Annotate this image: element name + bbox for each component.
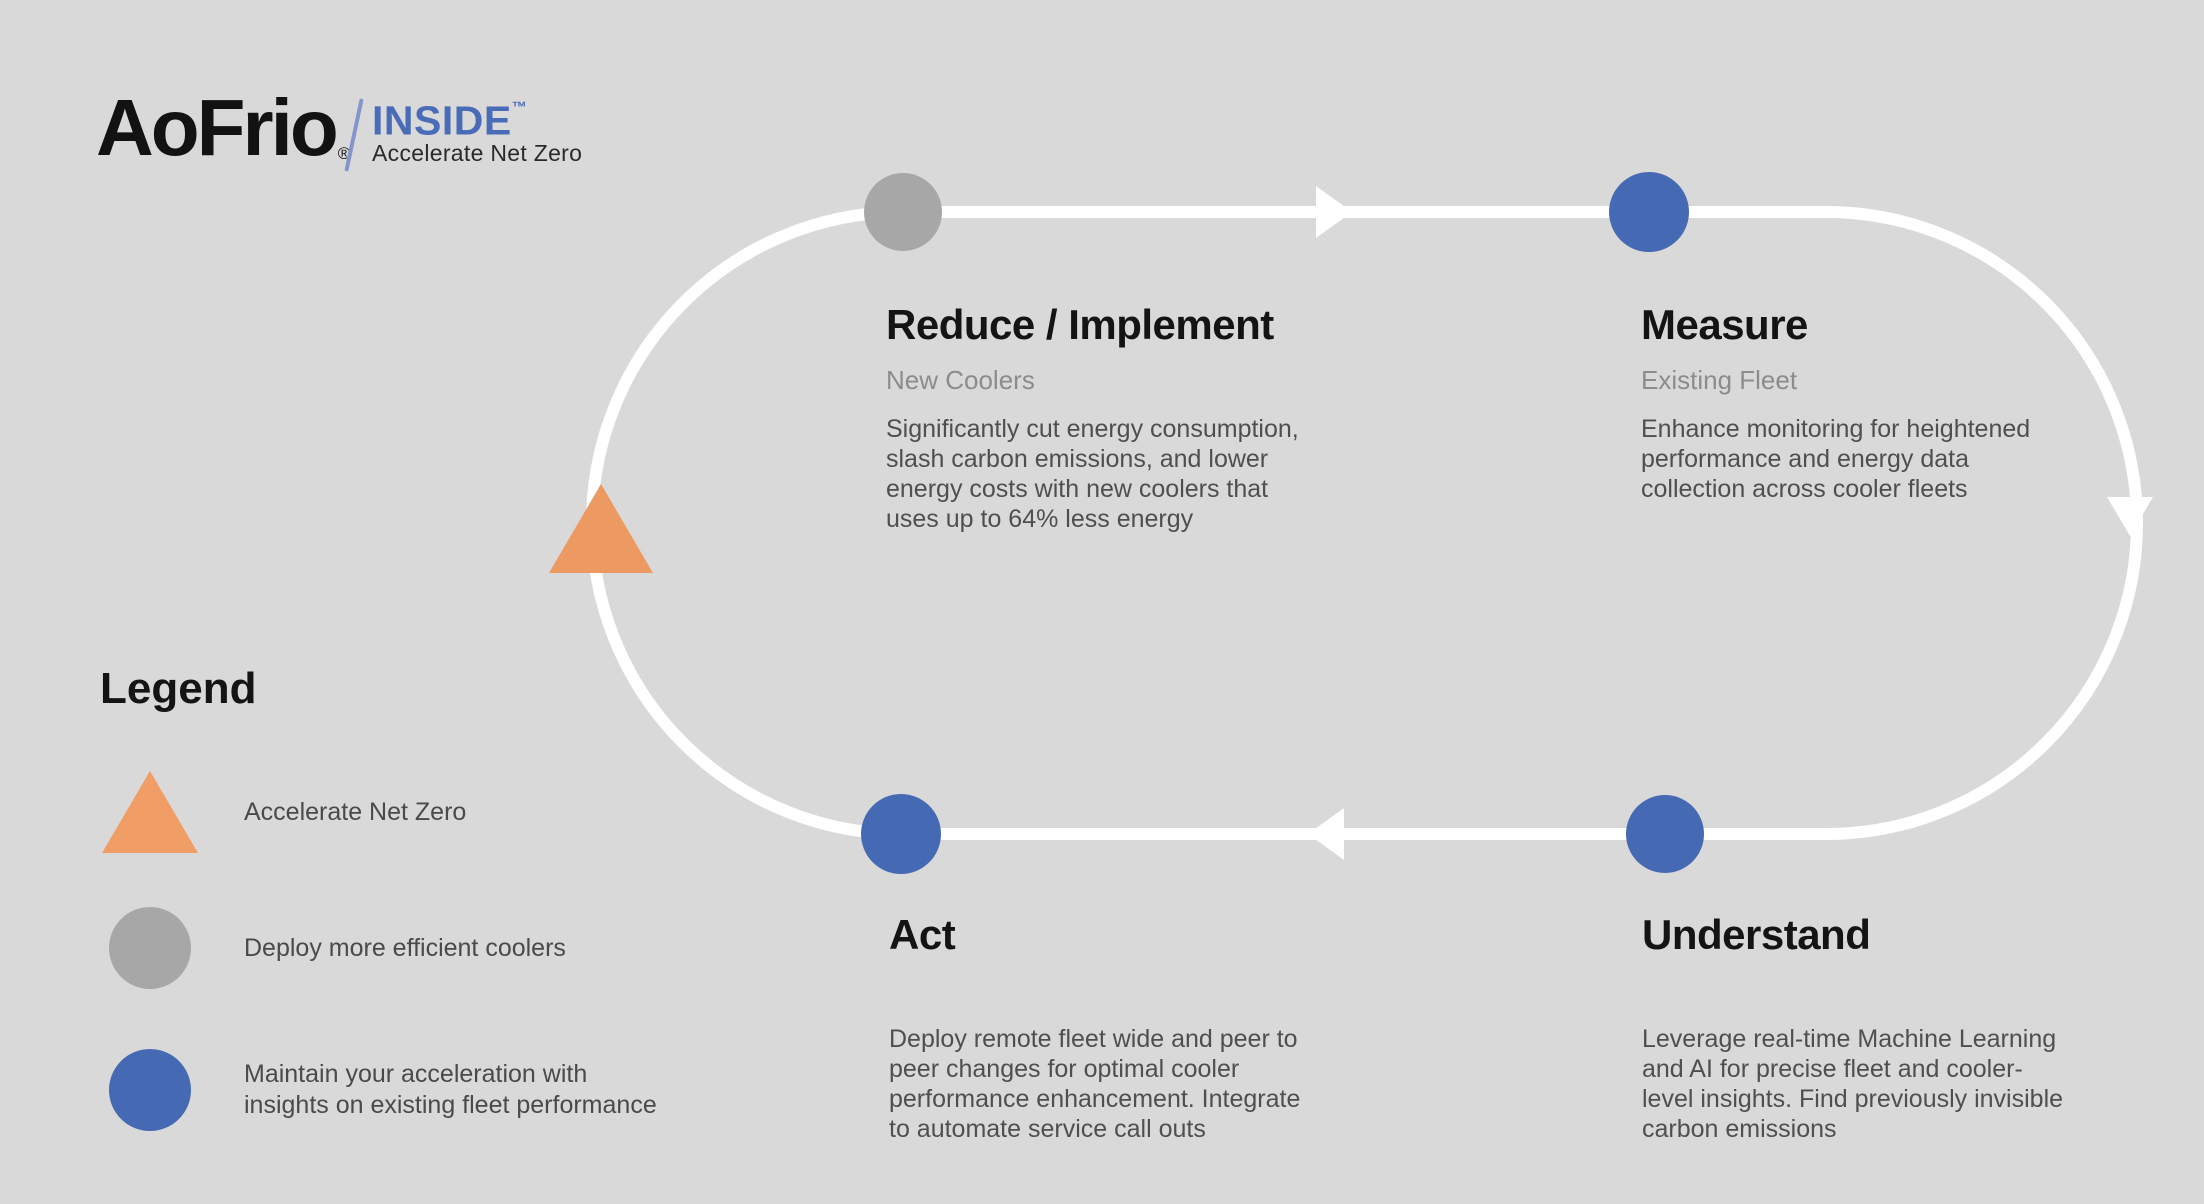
brand-wordmark: AoFrio® (96, 88, 350, 190)
flow-arrow-right-icon (1316, 186, 1352, 238)
stage-description: Enhance monitoring for heightened perfor… (1641, 415, 2031, 503)
stage-description: Deploy remote fleet wide and peer to pee… (889, 1025, 1301, 1143)
stage-act: Act Deploy remote fleet wide and peer to… (889, 912, 1359, 1144)
trademark-symbol: ™ (511, 99, 528, 116)
stage-subtitle (1642, 974, 2112, 1006)
node-measure-circle (1609, 172, 1689, 252)
stage-title: Act (889, 911, 956, 958)
stage-description: Significantly cut energy consumption, sl… (886, 415, 1299, 533)
legend-label: Maintain your acceleration with insights… (244, 1060, 657, 1119)
legend-triangle-icon (100, 764, 200, 860)
brand-logo: AoFrio® INSIDE™ Accelerate Net Zero (96, 88, 656, 198)
stage-subtitle: New Coolers (886, 365, 1035, 395)
stage-subtitle: Existing Fleet (1641, 365, 1798, 395)
cycle-loop-path (586, 206, 2143, 840)
stage-title: Measure (1641, 301, 1808, 348)
legend-label: Accelerate Net Zero (244, 797, 467, 826)
legend-gray-circle-icon (100, 900, 200, 996)
flow-arrow-left-icon (1308, 808, 1344, 860)
legend-item-fleet-insights: Maintain your acceleration with insights… (100, 1042, 657, 1138)
legend-blue-circle-icon (100, 1042, 200, 1138)
brand-tagline: Accelerate Net Zero (372, 140, 583, 166)
legend-title: Legend (100, 664, 257, 713)
product-name: INSIDE (372, 97, 512, 144)
brand-name: AoFrio (96, 83, 339, 172)
stage-understand: Understand Leverage real-time Machine Le… (1642, 912, 2112, 1144)
legend-item-efficient-coolers: Deploy more efficient coolers (100, 900, 566, 996)
node-act-circle (861, 794, 941, 874)
legend-item-net-zero: Accelerate Net Zero (100, 764, 466, 860)
stage-reduce-implement: Reduce / Implement New Coolers Significa… (886, 302, 1356, 534)
node-understand-circle (1626, 795, 1704, 873)
stage-title: Understand (1642, 911, 1871, 958)
node-reduce-circle (864, 173, 942, 251)
stage-measure: Measure Existing Fleet Enhance monitorin… (1641, 302, 2111, 504)
stage-title: Reduce / Implement (886, 301, 1274, 348)
flow-arrow-down-icon (2107, 497, 2153, 536)
legend-label: Deploy more efficient coolers (244, 933, 566, 962)
stage-description: Leverage real-time Machine Learning and … (1642, 1025, 2064, 1143)
product-wordmark: INSIDE™ (372, 95, 527, 142)
net-zero-triangle-marker (549, 484, 653, 573)
stage-subtitle (889, 974, 1359, 1006)
